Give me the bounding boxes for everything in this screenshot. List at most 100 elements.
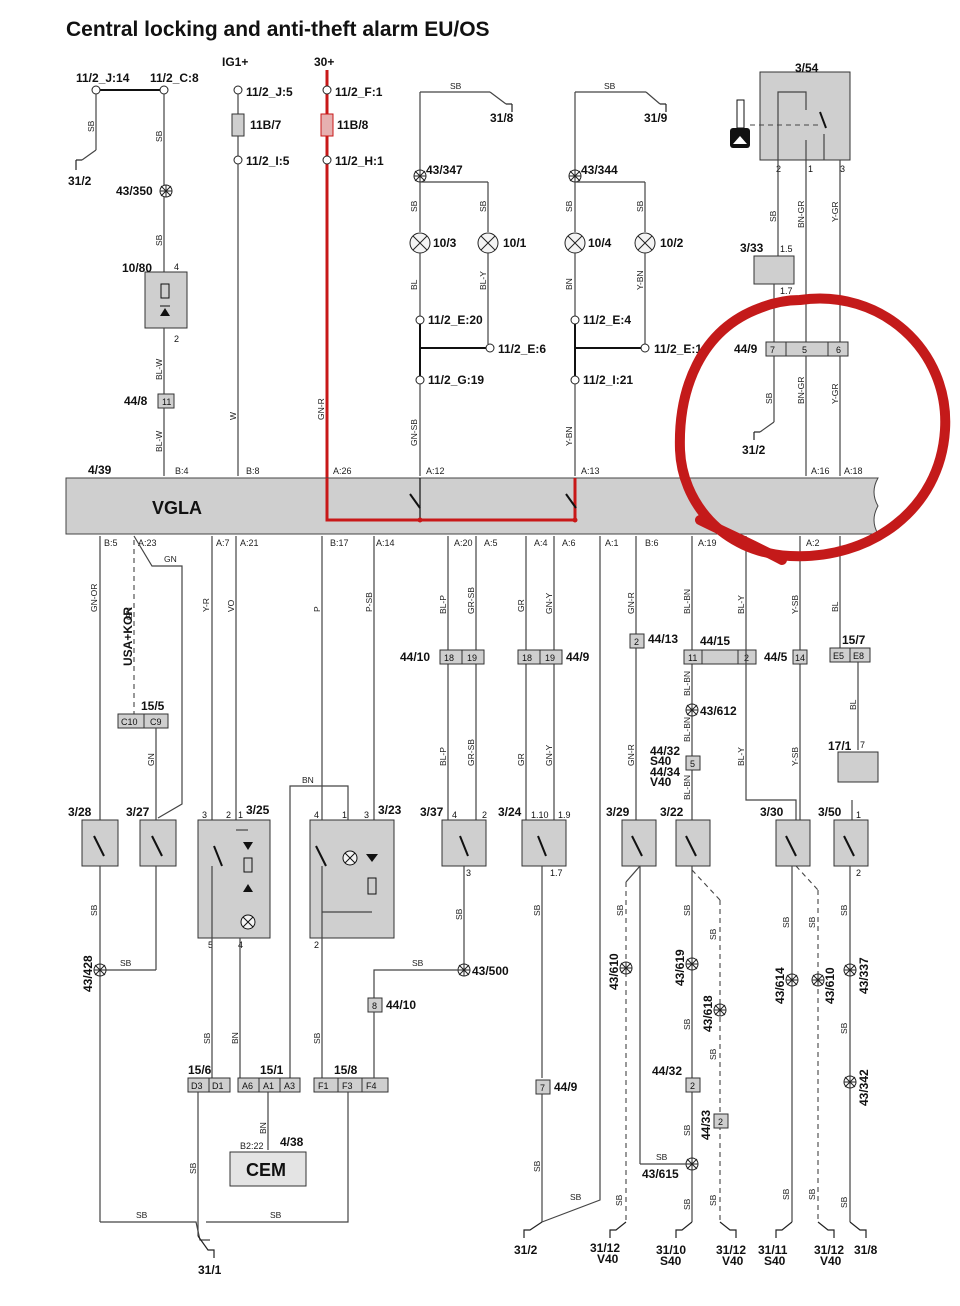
svg-text:SB: SB (708, 1194, 718, 1206)
splice-icon (843, 1075, 857, 1089)
svg-text:15/5: 15/5 (141, 699, 165, 713)
svg-text:2: 2 (690, 1081, 695, 1091)
svg-text:D3: D3 (191, 1081, 203, 1091)
ground-label: 31/2 (68, 174, 92, 188)
svg-text:SB: SB (656, 1152, 668, 1162)
svg-text:BL-BN: BL-BN (682, 775, 692, 800)
svg-text:7: 7 (770, 345, 775, 355)
svg-text:43/610: 43/610 (607, 953, 621, 990)
diagram-title: Central locking and anti-theft alarm EU/… (66, 18, 490, 41)
svg-text:2: 2 (226, 810, 231, 820)
lamp-icon (634, 232, 656, 254)
svg-text:SB: SB (202, 1032, 212, 1044)
svg-text:43/428: 43/428 (81, 955, 95, 992)
splice-icon (619, 961, 633, 975)
svg-text:3/25: 3/25 (246, 803, 270, 817)
svg-text:GN-Y: GN-Y (544, 744, 554, 766)
splice-icon (713, 1003, 727, 1017)
svg-text:A:12: A:12 (426, 466, 445, 476)
lamp-icon (240, 914, 256, 930)
splice-icon (413, 169, 427, 183)
svg-text:3/33: 3/33 (740, 241, 764, 255)
svg-text:BN: BN (564, 278, 574, 290)
svg-text:Y-SB: Y-SB (790, 595, 800, 614)
svg-text:V40: V40 (597, 1252, 619, 1266)
svg-text:BL-W: BL-W (154, 359, 164, 380)
svg-text:15/7: 15/7 (842, 633, 866, 647)
svg-text:Y-SB: Y-SB (790, 747, 800, 766)
svg-text:1: 1 (238, 810, 243, 820)
svg-text:44/34: 44/34 (650, 765, 680, 779)
svg-text:GN-R: GN-R (626, 744, 636, 766)
svg-text:SB: SB (781, 916, 791, 928)
svg-text:18: 18 (522, 653, 532, 663)
svg-text:4: 4 (452, 810, 457, 820)
svg-text:43/610: 43/610 (823, 967, 837, 1004)
connector-15-1 (237, 1077, 301, 1093)
component-17-1 (837, 751, 879, 783)
component-3-33 (753, 255, 795, 285)
svg-text:1.5: 1.5 (780, 244, 793, 254)
svg-text:43/615: 43/615 (642, 1167, 679, 1181)
svg-text:F4: F4 (366, 1081, 377, 1091)
svg-text:SB: SB (564, 200, 574, 212)
b30-supply: 30+ 11/2_F:1 11B/8 11/2_H:1 GN-R (314, 55, 384, 520)
node-label-c8: 11/2_C:8 (150, 71, 199, 85)
svg-text:SB: SB (604, 81, 616, 91)
svg-text:BN-GR: BN-GR (796, 377, 806, 404)
lamp-group-left: 31/8 SB 43/347 SB SB 10/3 10/1 BL BL-Y 1… (409, 81, 546, 476)
svg-text:7: 7 (860, 740, 865, 750)
svg-text:BL-Y: BL-Y (736, 747, 746, 766)
svg-text:11/2_I:21: 11/2_I:21 (583, 373, 633, 387)
svg-text:4: 4 (314, 810, 319, 820)
svg-text:A:1: A:1 (605, 538, 619, 548)
svg-text:SB: SB (781, 1188, 791, 1200)
svg-text:1.10: 1.10 (531, 810, 549, 820)
svg-text:5: 5 (690, 759, 695, 769)
svg-text:SB: SB (136, 1210, 148, 1220)
svg-text:11/2_F:1: 11/2_F:1 (335, 85, 383, 99)
svg-text:IG1+: IG1+ (222, 55, 248, 69)
svg-text:SB: SB (188, 1162, 198, 1174)
svg-text:Y-R: Y-R (201, 598, 211, 612)
svg-text:CEM: CEM (246, 1160, 286, 1180)
svg-text:SB: SB (478, 200, 488, 212)
svg-text:8: 8 (372, 1001, 377, 1011)
svg-text:GN-Y: GN-Y (544, 592, 554, 614)
svg-text:C10: C10 (121, 717, 138, 727)
svg-text:2: 2 (314, 940, 319, 950)
connector-15-8 (313, 1077, 389, 1093)
svg-text:44/9: 44/9 (554, 1080, 578, 1094)
svg-text:P-SB: P-SB (364, 592, 374, 612)
svg-text:14: 14 (795, 653, 805, 663)
svg-text:1: 1 (342, 810, 347, 820)
splice-icon (685, 1157, 699, 1171)
svg-text:SB: SB (682, 1124, 692, 1136)
svg-text:SB: SB (839, 1196, 849, 1208)
svg-text:GN-SB: GN-SB (409, 419, 419, 446)
svg-text:10/1: 10/1 (503, 236, 527, 250)
svg-text:SB: SB (682, 1198, 692, 1210)
svg-text:Y-GR: Y-GR (830, 202, 840, 222)
svg-text:11: 11 (688, 653, 697, 663)
svg-text:44/32: 44/32 (652, 1064, 682, 1078)
svg-text:S40: S40 (650, 754, 672, 768)
svg-text:1.9: 1.9 (558, 810, 571, 820)
svg-text:BL-BN: BL-BN (682, 671, 692, 696)
fuse-icon (320, 113, 334, 137)
svg-text:BL-P: BL-P (438, 595, 448, 614)
svg-text:SB: SB (682, 1018, 692, 1030)
switch-3-54 (759, 71, 851, 161)
svg-text:11/2_E:6: 11/2_E:6 (498, 342, 546, 356)
svg-text:3: 3 (840, 164, 845, 174)
svg-text:B:4: B:4 (175, 466, 189, 476)
fuse-icon (231, 113, 245, 137)
lamp-icon (477, 232, 499, 254)
svg-text:3/27: 3/27 (126, 805, 150, 819)
ground-label: 31/12 (814, 1243, 844, 1257)
svg-text:SB: SB (89, 904, 99, 916)
switch-3-22 (675, 819, 711, 867)
svg-text:A:19: A:19 (698, 538, 717, 548)
svg-text:VO: VO (226, 599, 236, 612)
svg-text:A:23: A:23 (138, 538, 157, 548)
